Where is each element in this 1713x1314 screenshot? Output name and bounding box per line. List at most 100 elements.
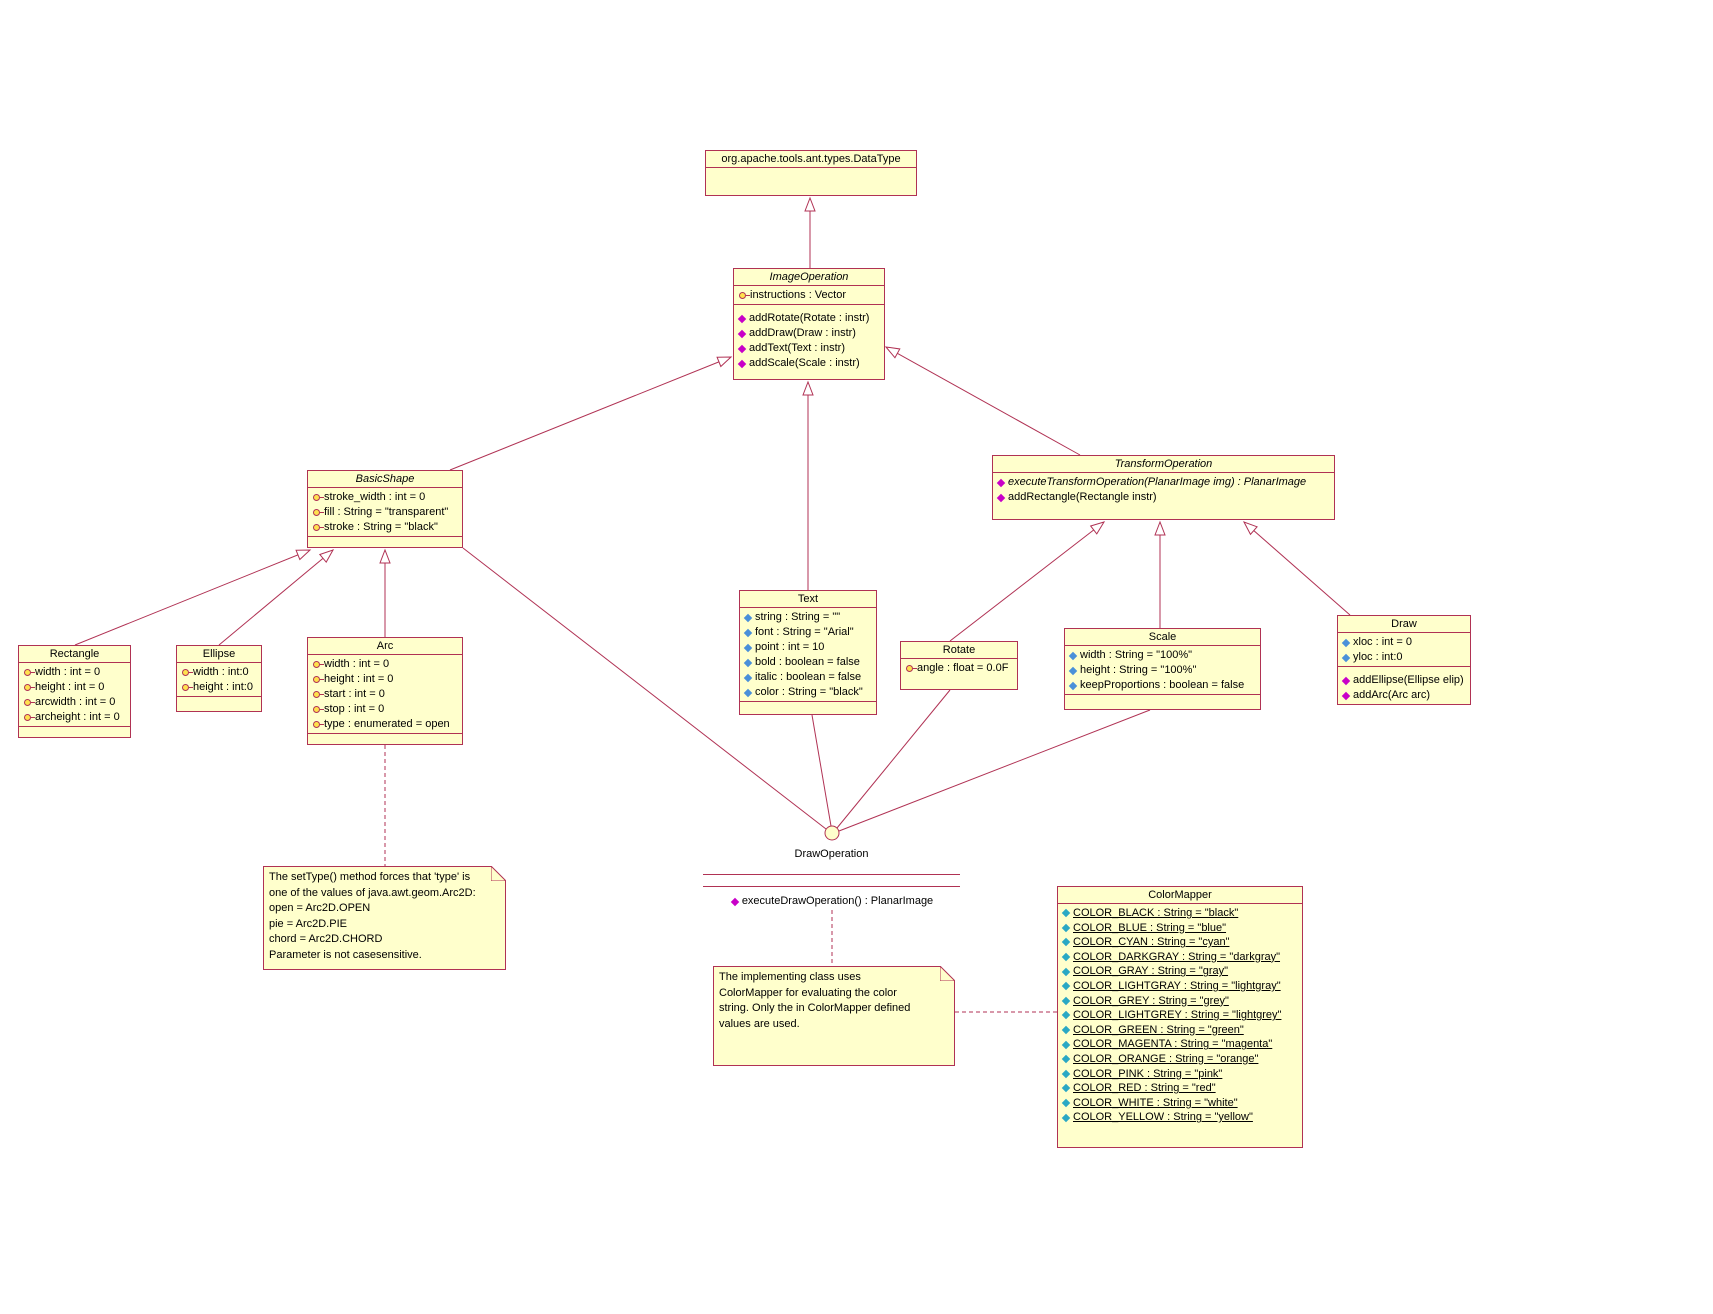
member-text: yloc : int:0 — [1353, 651, 1403, 663]
class-member: instructions : Vector — [737, 288, 881, 303]
class-draw[interactable]: Draw xloc : int = 0 yloc : int:0 addEllip… — [1337, 615, 1471, 705]
class-scale[interactable]: Scale width : String = "100%"height : St… — [1064, 628, 1261, 710]
class-member: COLOR_GREEN : String = "green" — [1061, 1023, 1299, 1038]
member-text: string : String = "" — [755, 611, 841, 623]
class-transformoperation[interactable]: TransformOperation executeTransformOpera… — [992, 455, 1335, 520]
member-text: height : String = "100%" — [1080, 664, 1197, 676]
note-colormapper[interactable]: The implementing class uses ColorMapper … — [713, 966, 955, 1066]
class-member: bold : boolean = false — [743, 655, 873, 670]
member-text: instructions : Vector — [750, 289, 846, 301]
class-member: addDraw(Draw : instr) — [737, 326, 881, 341]
class-member: addRectangle(Rectangle instr) — [996, 490, 1331, 505]
member-text: addRotate(Rotate : instr) — [749, 312, 870, 324]
interface-lollipop-circle[interactable] — [824, 825, 840, 841]
method-icon — [996, 478, 1006, 487]
static-attribute-icon — [1061, 982, 1071, 991]
member-text: COLOR_LIGHTGRAY : String = "lightgray" — [1073, 979, 1281, 992]
blue-attribute-icon — [743, 673, 753, 682]
class-member: height : int:0 — [180, 680, 258, 695]
static-attribute-icon — [1061, 1084, 1071, 1093]
note-arc-type[interactable]: The setType() method forces that 'type' … — [263, 866, 506, 970]
member-text: COLOR_YELLOW : String = "yellow" — [1073, 1111, 1253, 1124]
class-member: stroke_width : int = 0 — [311, 490, 459, 505]
static-attribute-icon — [1061, 1011, 1071, 1020]
static-attribute-icon — [1061, 996, 1071, 1006]
edge-rotate-to-drawoperation[interactable] — [836, 689, 951, 829]
member-text: width : int = 0 — [35, 666, 101, 678]
member-text: COLOR_ORANGE : String = "orange" — [1073, 1052, 1259, 1065]
class-member: addText(Text : instr) — [737, 341, 881, 356]
class-member: height : int = 0 — [311, 672, 459, 687]
key-attribute-icon — [182, 684, 193, 691]
edge-draw-to-transformoperation[interactable] — [1242, 521, 1351, 616]
member-text: COLOR_DARKGRAY : String = "darkgray" — [1073, 950, 1281, 963]
member-text: addEllipse(Ellipse elip) — [1353, 674, 1464, 686]
edge-rotate-to-transformoperation[interactable] — [949, 521, 1106, 642]
member-text: executeTransformOperation(PlanarImage im… — [1008, 476, 1307, 488]
class-datatype[interactable]: org.apache.tools.ant.types.DataType — [705, 150, 917, 196]
class-member: addArc(Arc arc) — [1341, 688, 1467, 703]
class-member: COLOR_GRAY : String = "gray" — [1061, 964, 1299, 979]
key-attribute-icon — [24, 699, 35, 706]
class-colormapper[interactable]: ColorMapper COLOR_BLACK : String = "blac… — [1057, 886, 1303, 1148]
class-rotate[interactable]: Rotate angle : float = 0.0F — [900, 641, 1018, 690]
blue-attribute-icon — [743, 643, 753, 652]
class-member: angle : float = 0.0F — [904, 661, 1014, 676]
edge-text-to-drawoperation[interactable] — [811, 714, 832, 827]
edge-scale-to-drawoperation[interactable] — [838, 709, 1151, 832]
member-text: COLOR_MAGENTA : String = "magenta" — [1073, 1038, 1273, 1051]
key-attribute-icon — [24, 684, 35, 691]
member-text: arcwidth : int = 0 — [35, 696, 116, 708]
member-text: xloc : int = 0 — [1353, 636, 1413, 648]
edge-transformoperation-to-imageoperation[interactable] — [884, 346, 1081, 456]
blue-attribute-icon — [1068, 666, 1078, 675]
empty-compartment — [706, 167, 916, 195]
member-text: addText(Text : instr) — [749, 342, 845, 354]
attributes-compartment: angle : float = 0.0F — [901, 658, 1017, 689]
member-text: addRectangle(Rectangle instr) — [1008, 491, 1157, 503]
class-imageoperation[interactable]: ImageOperation instructions : Vector add… — [733, 268, 885, 380]
edge-basicshape-to-drawoperation[interactable] — [462, 547, 827, 830]
attributes-compartment: string : String = ""font : String = "Ari… — [740, 607, 876, 701]
member-text: color : String = "black" — [755, 686, 863, 698]
interface-drawoperation[interactable]: DrawOperation executeDrawOperation() : P… — [703, 848, 960, 909]
member-text: italic : boolean = false — [755, 671, 862, 683]
key-attribute-icon — [313, 524, 324, 531]
class-member: fill : String = "transparent" — [311, 505, 459, 520]
blue-attribute-icon — [1341, 653, 1351, 662]
class-member: color : String = "black" — [743, 685, 873, 700]
static-attribute-icon — [1061, 952, 1071, 962]
member-text: width : int = 0 — [324, 658, 390, 670]
member-text: stroke : String = "black" — [324, 521, 438, 533]
class-member: point : int = 10 — [743, 640, 873, 655]
class-member: COLOR_LIGHTGREY : String = "lightgrey" — [1061, 1008, 1299, 1023]
empty-compartment — [1065, 694, 1260, 709]
class-text[interactable]: Text string : String = ""font : String =… — [739, 590, 877, 715]
edge-ellipse-to-basicshape[interactable] — [218, 549, 335, 646]
static-attribute-icon — [1061, 967, 1071, 976]
class-name: org.apache.tools.ant.types.DataType — [721, 153, 901, 165]
method-icon — [1341, 691, 1351, 700]
methods-compartment: addEllipse(Ellipse elip) addArc(Arc arc) — [1338, 666, 1470, 704]
class-name: Draw — [1391, 618, 1417, 630]
class-member: width : int = 0 — [311, 657, 459, 672]
note-fold-icon — [491, 866, 506, 881]
method-icon — [730, 897, 740, 906]
static-attribute-icon — [1061, 1113, 1071, 1122]
static-attribute-icon — [1061, 909, 1071, 918]
class-member: yloc : int:0 — [1341, 650, 1467, 665]
edge-basicshape-to-imageoperation[interactable] — [449, 356, 733, 471]
blue-attribute-icon — [743, 658, 753, 667]
member-text: COLOR_GREY : String = "grey" — [1073, 994, 1229, 1007]
member-text: stop : int = 0 — [324, 703, 385, 715]
edge-rectangle-to-basicshape[interactable] — [74, 549, 312, 646]
class-member: executeDrawOperation() : PlanarImage — [730, 894, 933, 909]
attributes-compartment: xloc : int = 0 yloc : int:0 — [1338, 632, 1470, 666]
member-text: executeDrawOperation() : PlanarImage — [741, 895, 934, 907]
